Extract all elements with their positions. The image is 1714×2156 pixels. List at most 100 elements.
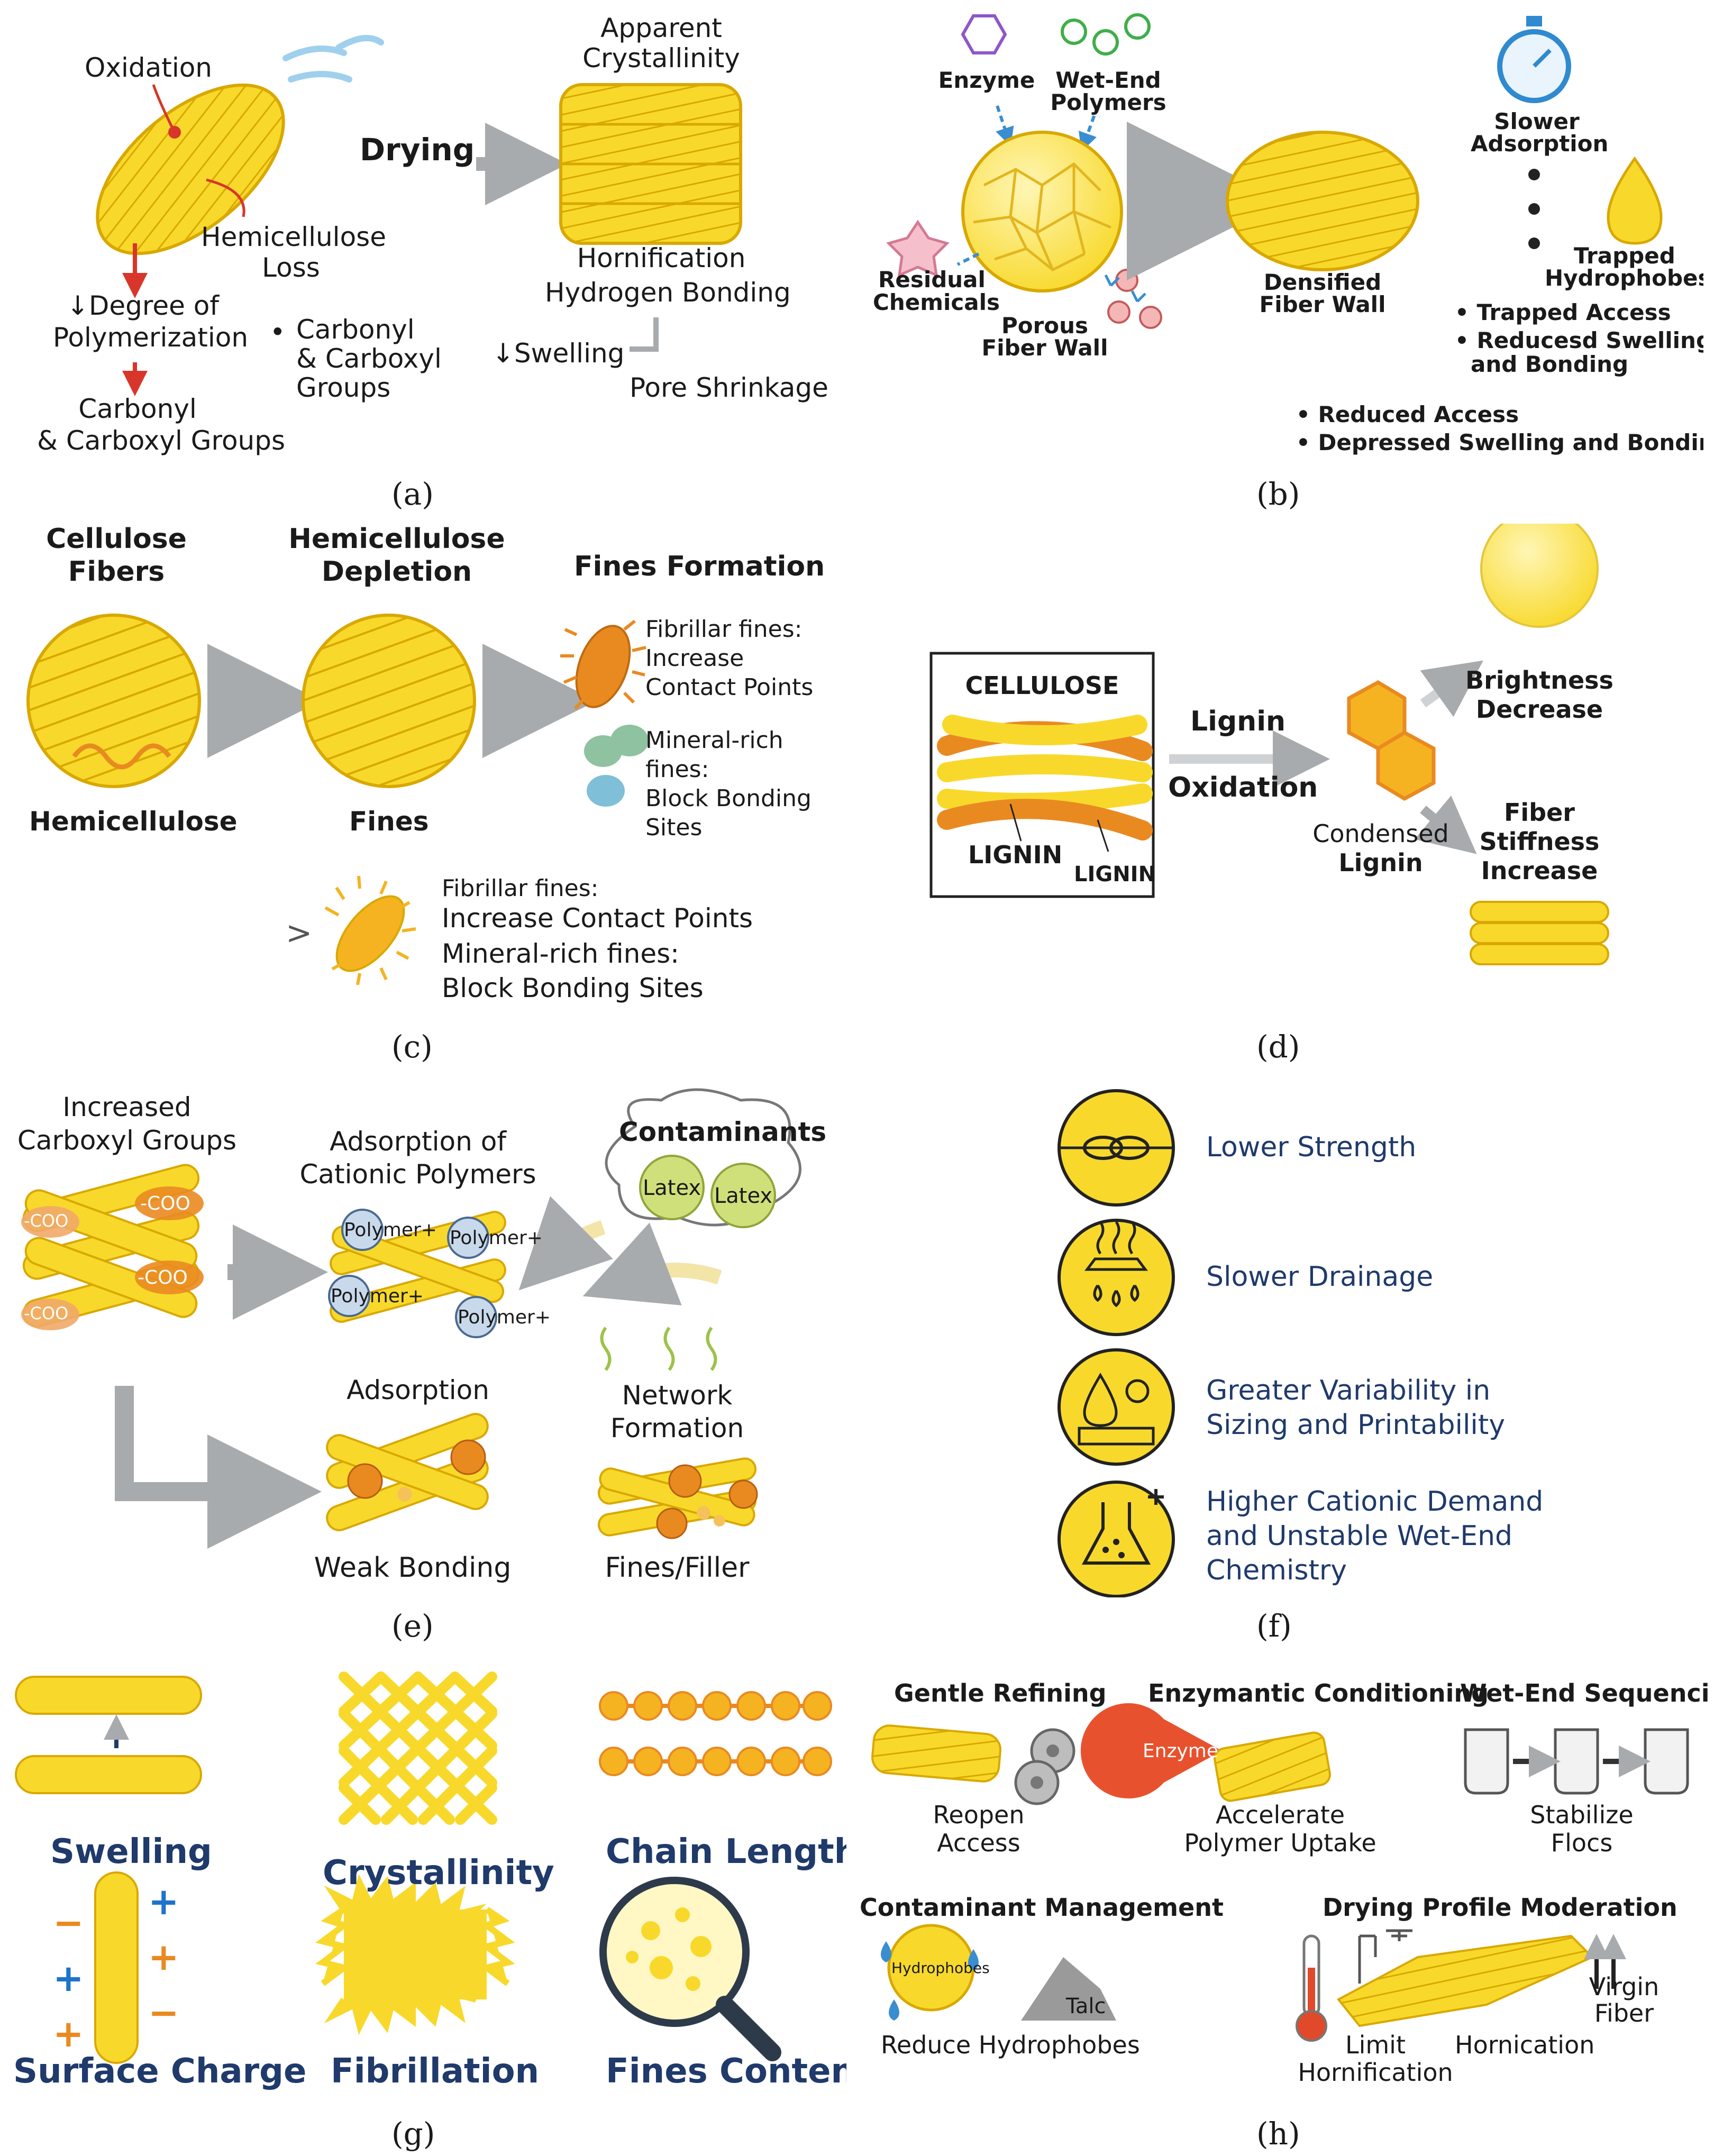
- water-splash-icon: [282, 35, 384, 83]
- g-minus-1: −: [53, 1901, 84, 1944]
- panel-f-graphics: [1057, 1089, 1175, 1597]
- e-inc-1: Increased: [62, 1092, 192, 1122]
- b-slower-2: Adsorption: [1471, 131, 1609, 157]
- b-residual-1: Residual: [878, 267, 986, 293]
- g-fines: Fines Content: [606, 2052, 846, 2091]
- crystallinity-lattice-icon: [339, 1671, 497, 1825]
- a-carb-bot-2: & Carboxyl Groups: [37, 425, 286, 456]
- enzyme-hexagon-icon: [961, 14, 1007, 54]
- panel-h: Gentle Refining Enzymantic Conditioning …: [852, 1661, 1709, 2111]
- swelling-fibers-icon: [15, 1676, 202, 1794]
- a-carb-mid-2: & Carboxyl: [296, 343, 442, 374]
- polymer-circle-icon: [1061, 19, 1087, 45]
- h-accel-1: Accelerate: [1215, 1801, 1345, 1829]
- c-fib-3: Contact Points: [645, 674, 814, 701]
- condensed-lignin-icon: [1347, 680, 1436, 801]
- label-e: (e): [391, 1608, 434, 1644]
- h-talc: Talc: [1066, 1994, 1106, 2018]
- c-bot-1: Fibrillar fines:: [442, 875, 599, 902]
- a-dp-2: Polymerization: [53, 322, 249, 353]
- b-porous-1: Porous: [1001, 313, 1089, 339]
- d-lignin-a: LIGNIN: [968, 841, 1063, 869]
- beakers-sequence-icon: [1464, 1728, 1689, 1795]
- a-pore: Pore Shrinkage: [630, 372, 828, 403]
- e-net-2: Formation: [610, 1413, 744, 1444]
- panel-d-graphics: [929, 524, 1609, 965]
- g-chain: Chain Length: [606, 1832, 846, 1871]
- b-list1-0: • Trapped Access: [1455, 299, 1671, 325]
- b-wetend-1: Wet-End: [1055, 67, 1161, 93]
- h-virgin-2: Fiber: [1594, 1999, 1654, 2027]
- fibrillated-fiber-icon: [315, 1874, 515, 2035]
- c-fib-2: Increase: [645, 645, 744, 672]
- b-list2-0: • Reduced Access: [1296, 401, 1519, 427]
- a-swelling: ↓Swelling: [492, 338, 625, 369]
- c-bot-3: Mineral-rich fines:: [442, 938, 679, 969]
- latex-particle-icon: [639, 1155, 705, 1220]
- g-plus-4: +: [53, 2012, 84, 2055]
- e-poly-3: Polymer+: [331, 1285, 424, 1307]
- d-lignin-b: LIGNIN: [1074, 862, 1156, 887]
- flask-plus-icon: [1057, 1481, 1175, 1597]
- lignin-cellulose-bundle-icon: [937, 715, 1153, 841]
- a-hemi-2: Loss: [262, 252, 320, 283]
- a-oxidation: Oxidation: [85, 52, 212, 83]
- label-d: (d): [1256, 1029, 1300, 1065]
- panel-a: Oxidation Drying Apparent Crystallinity …: [21, 11, 846, 465]
- h-horn: Hornication: [1455, 2031, 1595, 2059]
- a-carb-bot-1: Carbonyl: [78, 394, 197, 424]
- cellulose-fiber-icon: [26, 614, 201, 788]
- g-swelling: Swelling: [50, 1832, 212, 1871]
- talc-pile-icon: [1021, 1957, 1116, 2021]
- h-virgin-1: Virgin: [1589, 1972, 1660, 2001]
- label-h: (h): [1256, 2116, 1300, 2152]
- label-f: (f): [1256, 1608, 1292, 1644]
- b-list1-1-text: Reducesd Swelling: [1476, 327, 1703, 353]
- e-latex-2: Latex: [714, 1184, 773, 1208]
- drainage-icon: [1057, 1219, 1175, 1336]
- h-drying: Drying Profile Moderation: [1323, 1893, 1677, 1922]
- d-stiff-2: Stiffness: [1479, 827, 1600, 856]
- e-latex-1: Latex: [643, 1176, 701, 1200]
- e-ads-1: Adsorption of: [330, 1126, 506, 1157]
- h-limit-1: Limit: [1345, 2031, 1406, 2059]
- c-min-3: Block Bonding: [645, 785, 812, 812]
- b-trapped-2: Hydrophobes: [1545, 265, 1703, 291]
- g-plus-3: +: [53, 1957, 84, 2000]
- b-list1-1: • Reducesd Swelling: [1455, 327, 1703, 353]
- d-cellulose: CELLULOSE: [965, 671, 1119, 700]
- h-accel-2: Polymer Uptake: [1184, 1829, 1376, 1857]
- a-carb-mid-3: Groups: [296, 372, 391, 403]
- f-item-3-l2: and Unstable Wet-End: [1206, 1520, 1513, 1552]
- d-bright-1: Brightness: [1465, 666, 1613, 695]
- h-contam: Contaminant Management: [860, 1893, 1224, 1922]
- thermometer-icon: [1296, 1934, 1327, 2042]
- e-poly-4: Polymer+: [458, 1307, 551, 1328]
- d-bright-2: Decrease: [1475, 695, 1603, 724]
- enzyme-pacman-icon: [1080, 1703, 1331, 1802]
- stopwatch-icon: [1497, 16, 1571, 103]
- f-item-1-l1: Slower Drainage: [1206, 1261, 1434, 1293]
- e-coo-2: -COO: [140, 1193, 190, 1214]
- b-list2-1-text: Depressed Swelling and Bonding: [1318, 430, 1703, 455]
- panel-b: Enzyme Wet-End Polymers Slower Adsorptio…: [862, 11, 1703, 465]
- oxidized-fiber-icon: [96, 83, 285, 255]
- c-min-4: Sites: [645, 814, 703, 841]
- g-crystallinity: Crystallinity: [323, 1853, 554, 1893]
- e-poly-1: Polymer+: [344, 1219, 437, 1241]
- sizing-drop-sun-icon: [1057, 1348, 1175, 1466]
- h-stab-1: Stabilize: [1530, 1801, 1634, 1829]
- chain-length-beads-icon: [599, 1691, 832, 1776]
- d-condensed-2: Lignin: [1338, 848, 1423, 877]
- residual-chemicals-star-icon: [886, 220, 950, 278]
- e-adsorption: Adsorption: [347, 1375, 489, 1405]
- label-b: (b): [1256, 476, 1300, 512]
- b-trapped-1: Trapped: [1574, 243, 1675, 269]
- c-h2-1: Hemicellulose: [288, 524, 505, 555]
- c-chevron: >: [286, 915, 313, 952]
- c-below2: Fines: [349, 806, 429, 837]
- e-fines: Fines/Filler: [605, 1552, 750, 1584]
- f-item-2-l1: Greater Variability in: [1206, 1375, 1491, 1406]
- refining-rollers-icon: [871, 1724, 1075, 1805]
- h-wetend: Wet-End Sequencing: [1460, 1679, 1709, 1707]
